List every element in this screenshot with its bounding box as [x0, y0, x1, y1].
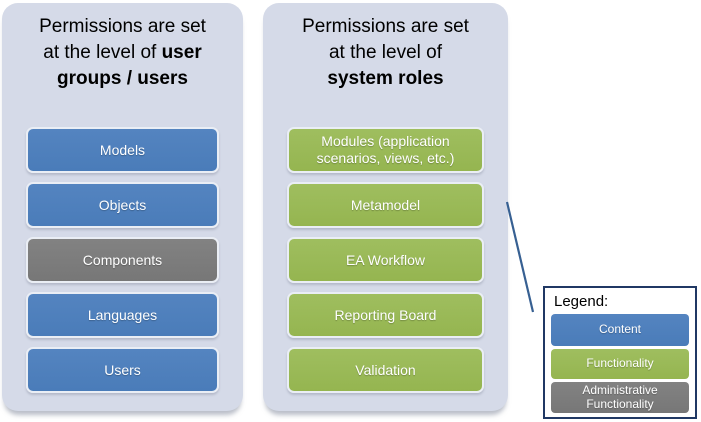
box-users: Users	[26, 347, 219, 393]
box-languages: Languages	[26, 292, 219, 338]
system-roles-title-regular: Permissions are set at the level of	[302, 16, 469, 64]
legend-swatch-functionality: Functionality	[551, 349, 689, 379]
legend: Legend: Content Functionality Administra…	[543, 286, 697, 419]
system-roles-title-bold: system roles	[327, 68, 444, 90]
box-components: Components	[26, 237, 219, 283]
legend-swatch-content: Content	[551, 314, 689, 346]
system-roles-panel: Permissions are set at the level of syst…	[263, 3, 508, 411]
legend-title: Legend:	[554, 293, 609, 310]
user-groups-title-regular: Permissions are set at the level of	[39, 16, 206, 64]
box-metamodel: Metamodel	[287, 182, 484, 228]
user-groups-item-stack: Models Objects Components Languages User…	[26, 127, 219, 393]
user-groups-panel: Permissions are set at the level of user…	[2, 3, 243, 411]
box-validation: Validation	[287, 347, 484, 393]
box-ea-workflow: EA Workflow	[287, 237, 484, 283]
user-groups-panel-title: Permissions are set at the level of user…	[10, 14, 235, 93]
system-roles-panel-title: Permissions are set at the level of syst…	[271, 14, 500, 93]
system-roles-item-stack: Modules (application scenarios, views, e…	[287, 127, 484, 393]
user-groups-title-bold: user groups / users	[57, 42, 202, 90]
legend-swatch-administrative-functionality: Administrative Functionality	[551, 382, 689, 413]
box-models: Models	[26, 127, 219, 173]
box-objects: Objects	[26, 182, 219, 228]
box-modules: Modules (application scenarios, views, e…	[287, 127, 484, 173]
box-reporting-board: Reporting Board	[287, 292, 484, 338]
